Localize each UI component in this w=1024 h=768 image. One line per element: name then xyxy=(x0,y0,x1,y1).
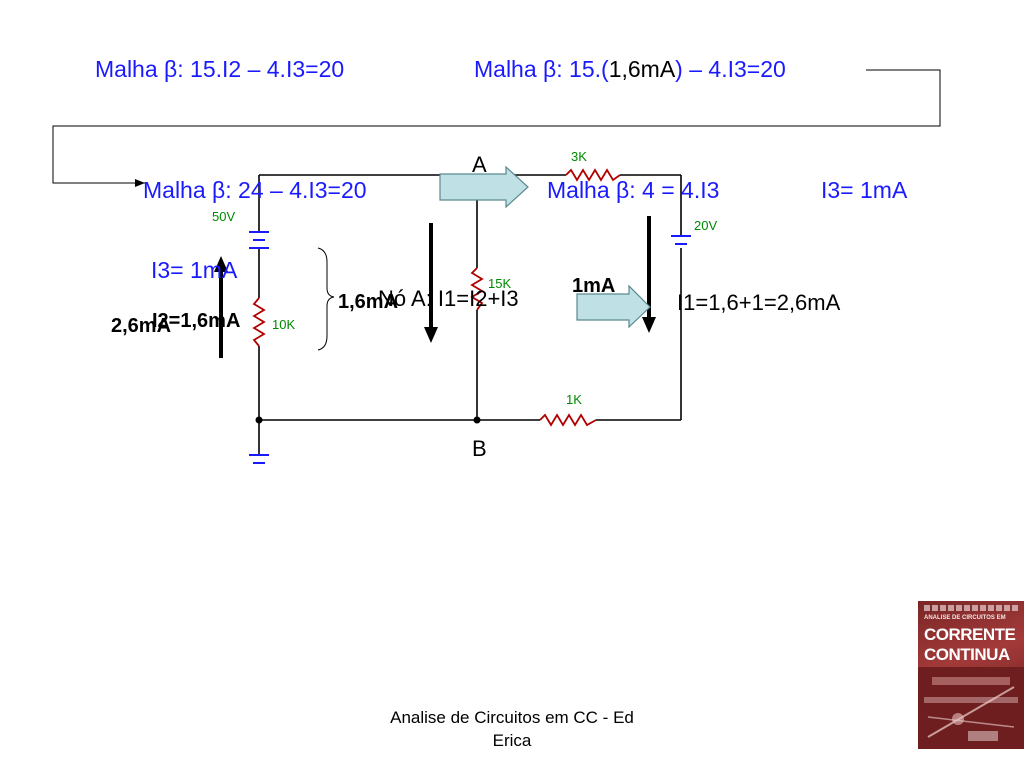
current-arrow-down-right xyxy=(642,216,656,333)
book-cover-authors xyxy=(924,605,1018,611)
book-cover-subtitle: ANALISE DE CIRCUITOS EM xyxy=(924,615,1006,621)
label-20v: 20V xyxy=(694,218,717,233)
battery-50v xyxy=(249,231,269,249)
book-cover-title-1: CORRENTE xyxy=(924,625,1016,644)
equation-line2-left: Malha β: 24 – 4.I3=20 xyxy=(143,177,367,203)
equation-line1-right-value: 1,6mA xyxy=(609,56,676,82)
label-50v: 50V xyxy=(212,209,235,224)
flow-connector xyxy=(52,69,941,187)
node-b-left-dot xyxy=(255,416,263,424)
equation-line2-right: I3= 1mA xyxy=(821,177,908,203)
current-label-1-6ma: 1,6mA xyxy=(338,291,398,313)
battery-20v xyxy=(671,235,691,245)
node-a-label: A xyxy=(472,152,487,177)
i2-value: I2=1,6mA xyxy=(152,310,240,332)
block-arrow-right xyxy=(576,284,651,329)
current-label-2-6ma: 2,6mA xyxy=(111,315,171,337)
equation-line1-right-a: Malha β: 15.( xyxy=(474,56,609,82)
book-cover-art xyxy=(918,667,1024,749)
label-15k: 15K xyxy=(488,276,511,291)
current-arrow-up xyxy=(214,256,228,358)
equation-line2-mid: Malha β: 4 = 4.I3 xyxy=(547,177,719,203)
footer-caption: Analise de Circuitos em CC - Ed Erica xyxy=(350,706,674,752)
label-1k: 1K xyxy=(566,392,582,407)
footer-line-2: Erica xyxy=(492,731,532,750)
node-b-dot xyxy=(473,416,481,424)
label-3k: 3K xyxy=(571,149,587,164)
equation-i3-left: I3= 1mA xyxy=(151,257,238,283)
equation-line1-right: Malha β: 15.(1,6mA) – 4.I3=20 xyxy=(474,56,786,82)
resistor-10k xyxy=(252,297,266,347)
resistor-15k xyxy=(470,267,484,311)
label-10k: 10K xyxy=(272,317,295,332)
node-b-label: B xyxy=(472,436,487,461)
i1-result: I1=1,6+1=2,6mA xyxy=(677,290,841,315)
resistor-1k xyxy=(539,413,597,427)
footer-line-1: Analise de Circuitos em CC - Ed xyxy=(390,708,634,727)
node-equation: Nó A: I1=I2+I3 xyxy=(378,286,519,311)
brace xyxy=(317,247,335,351)
ground-symbol xyxy=(249,454,269,464)
equation-line1-left: Malha β: 15.I2 – 4.I3=20 xyxy=(95,56,344,82)
book-cover-title-2: CONTINUA xyxy=(924,645,1010,664)
current-arrow-down-middle xyxy=(424,223,438,343)
equation-line1-right-c: ) – 4.I3=20 xyxy=(675,56,786,82)
resistor-3k xyxy=(565,168,621,182)
current-label-1ma: 1mA xyxy=(572,275,615,297)
book-cover-image: ANALISE DE CIRCUITOS EM CORRENTE CONTINU… xyxy=(918,601,1024,749)
block-arrow-top xyxy=(439,165,529,209)
